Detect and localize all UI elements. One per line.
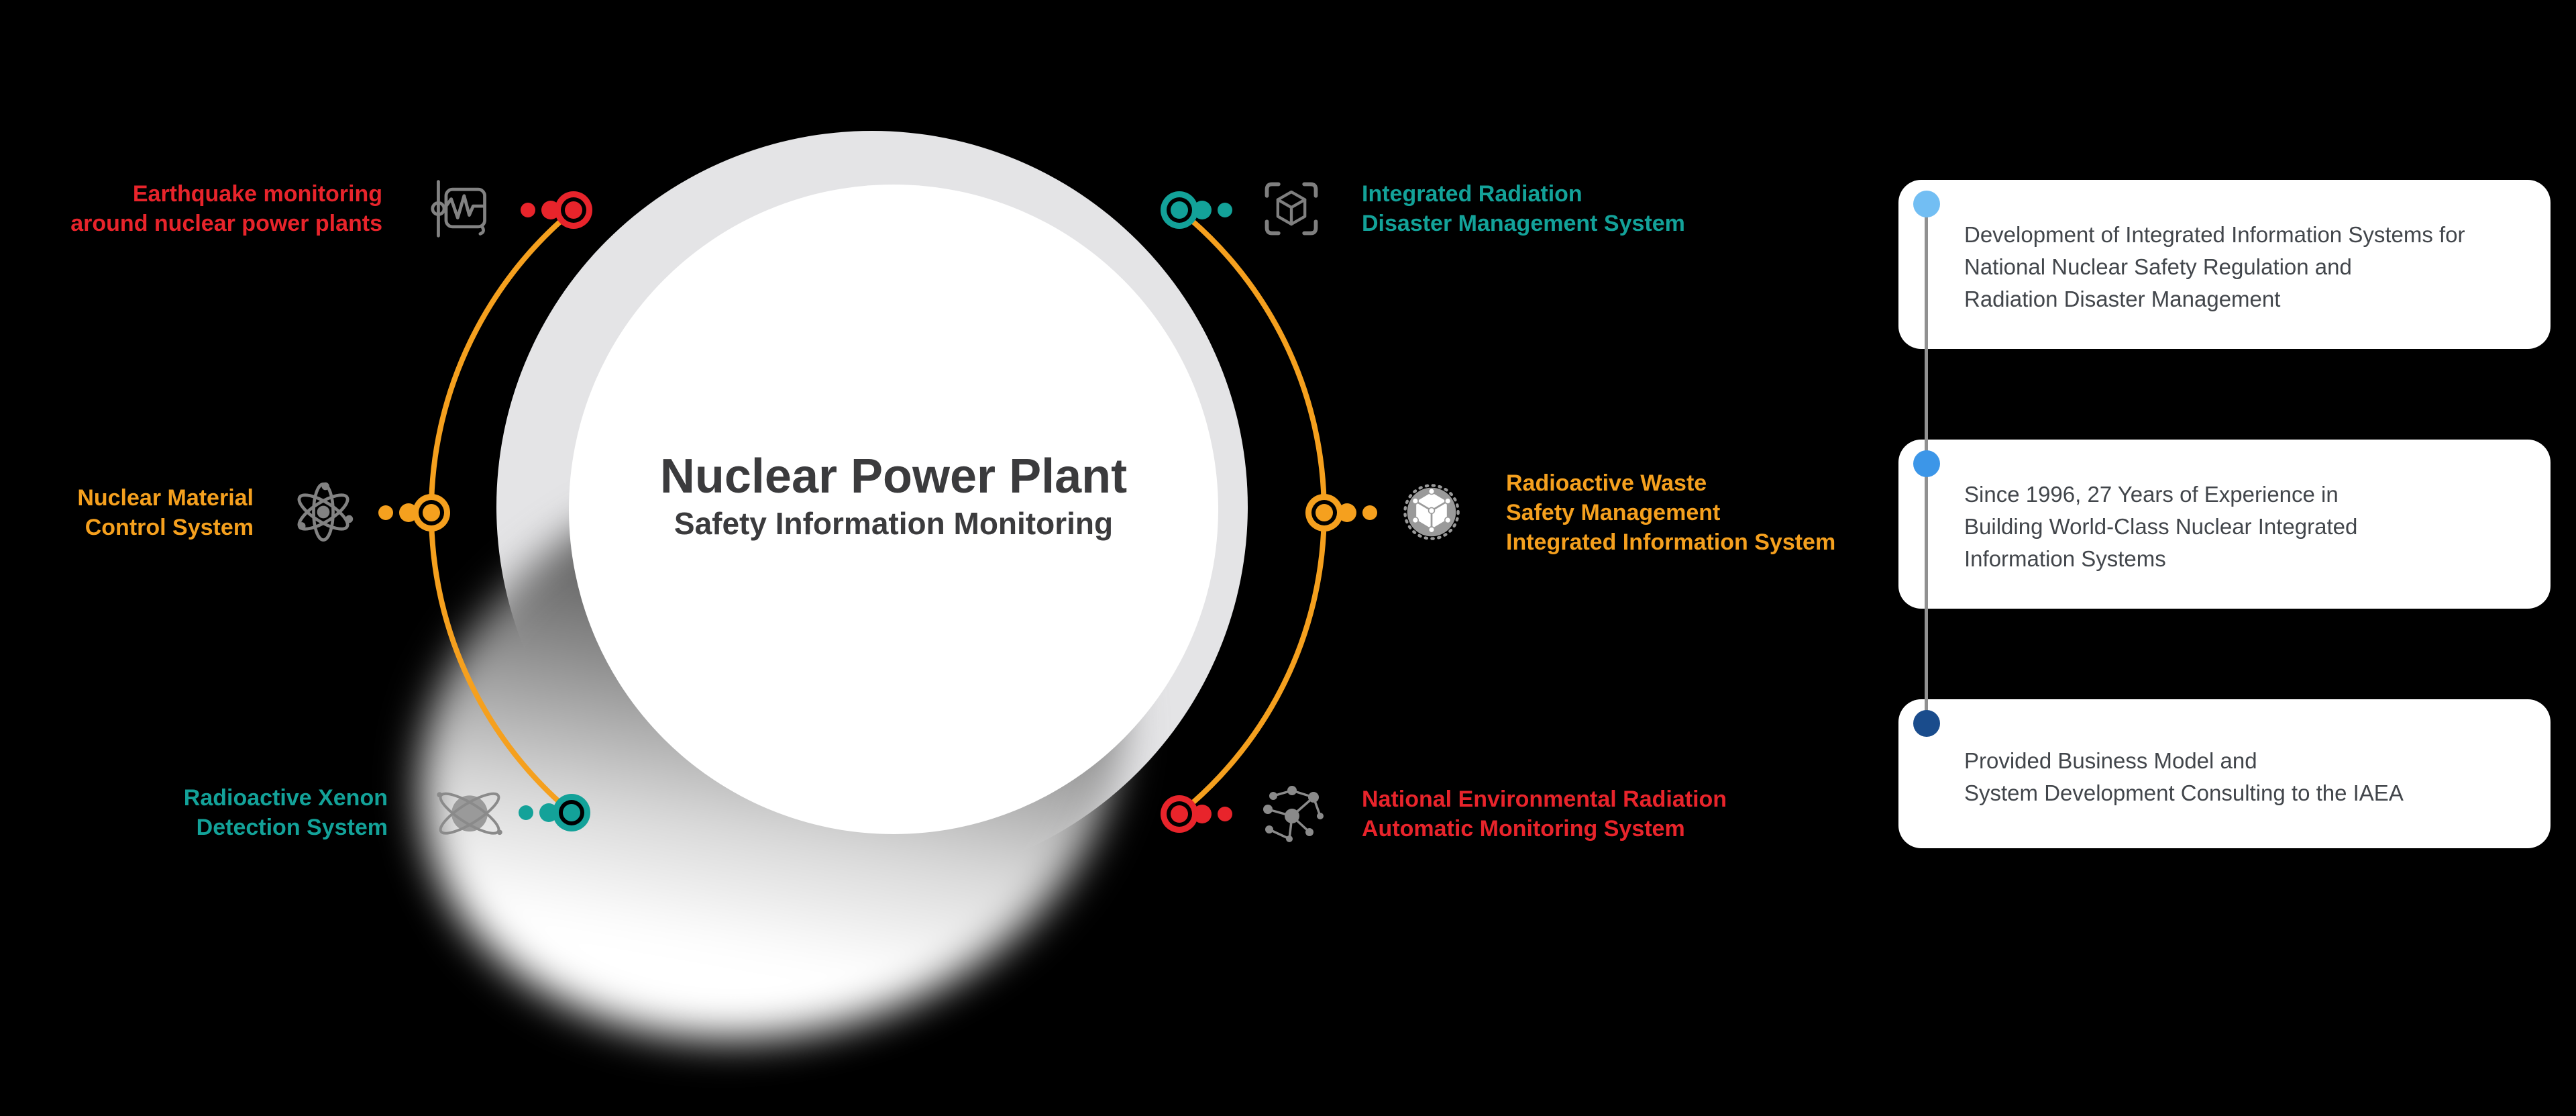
node-dot [378,505,393,520]
label-nuclear-material-control: Nuclear Material Control System [77,483,254,542]
card-text-line: Information Systems [1964,546,2166,571]
cube-scan-icon [1259,176,1324,241]
center-text-block: Nuclear Power Plant Safety Information M… [558,448,1229,542]
label-line: National Environmental Radiation [1362,787,1727,812]
label-line: Detection System [196,815,388,840]
node-dot [521,203,535,217]
timeline-card-2: Since 1996, 27 Years of Experience in Bu… [1898,440,2551,609]
atom-icon [288,477,358,547]
label-line: Radioactive Xenon [183,785,388,811]
node-environmental-radiation [1161,795,1232,833]
label-radioactive-waste-management: Radioactive Waste Safety Management Inte… [1506,468,1835,557]
label-line: around nuclear power plants [70,211,382,236]
waste-sphere-icon [1395,475,1468,549]
timeline-card-text: Provided Business Model and System Devel… [1964,745,2404,809]
right-orbit-arc [1177,207,1327,817]
node-nuclear-material [378,494,450,531]
label-line: Safety Management [1506,500,1721,525]
timeline-dot-1 [1913,191,1940,217]
card-text-line: Development of Integrated Information Sy… [1964,222,2465,247]
node-earthquake [521,191,592,229]
card-text-line: Radiation Disaster Management [1964,287,2281,311]
card-text-line: Provided Business Model and [1964,748,2257,773]
node-dot [1218,203,1232,217]
node-core [563,804,580,821]
page-title: Nuclear Power Plant [659,450,1128,503]
label-radioactive-xenon-detection: Radioactive Xenon Detection System [184,783,388,842]
timeline-dot-3 [1913,710,1940,737]
seismograph-icon [429,176,494,241]
node-dot [519,805,533,820]
node-core [1316,504,1333,521]
timeline-card-text: Development of Integrated Information Sy… [1964,219,2465,315]
node-radioactive-waste [1305,494,1377,531]
label-line: Radioactive Waste [1506,470,1707,496]
label-line: Earthquake monitoring [132,181,382,207]
timeline-dot-2 [1913,450,1940,477]
node-core [1171,805,1188,823]
label-line: Integrated Radiation [1362,181,1582,207]
card-text-line: System Development Consulting to the IAE… [1964,780,2404,805]
timeline-card-text: Since 1996, 27 Years of Experience in Bu… [1964,478,2357,575]
label-earthquake-monitoring: Earthquake monitoring around nuclear pow… [70,179,382,238]
node-radiation-disaster [1161,191,1232,229]
inner-white-circle [569,185,1218,834]
timeline-card-3: Provided Business Model and System Devel… [1898,699,2551,848]
page-subtitle: Safety Information Monitoring [674,506,1114,541]
card-text-line: Building World-Class Nuclear Integrated [1964,514,2358,539]
orbit-layer [378,191,1377,833]
node-core [1171,201,1188,219]
node-core [423,504,440,521]
label-line: Disaster Management System [1362,211,1685,236]
card-text-line: Since 1996, 27 Years of Experience in [1964,482,2339,507]
label-line: Integrated Information System [1506,529,1836,555]
label-environmental-radiation-monitoring: National Environmental Radiation Automat… [1362,784,1727,844]
label-line: Control System [85,515,254,540]
molecule-network-icon [1260,781,1327,848]
timeline-card-1: Development of Integrated Information Sy… [1898,180,2551,349]
label-line: Automatic Monitoring System [1362,816,1685,842]
card-text-line: National Nuclear Safety Regulation and [1964,254,2352,279]
node-dot [1362,505,1377,520]
left-orbit-arc [428,207,576,815]
xenon-atom-icon [432,774,507,850]
label-line: Nuclear Material [77,485,254,511]
node-dot [1218,807,1232,821]
node-core [565,201,582,219]
label-integrated-radiation-disaster: Integrated Radiation Disaster Management… [1362,179,1685,238]
node-xenon [519,794,590,831]
